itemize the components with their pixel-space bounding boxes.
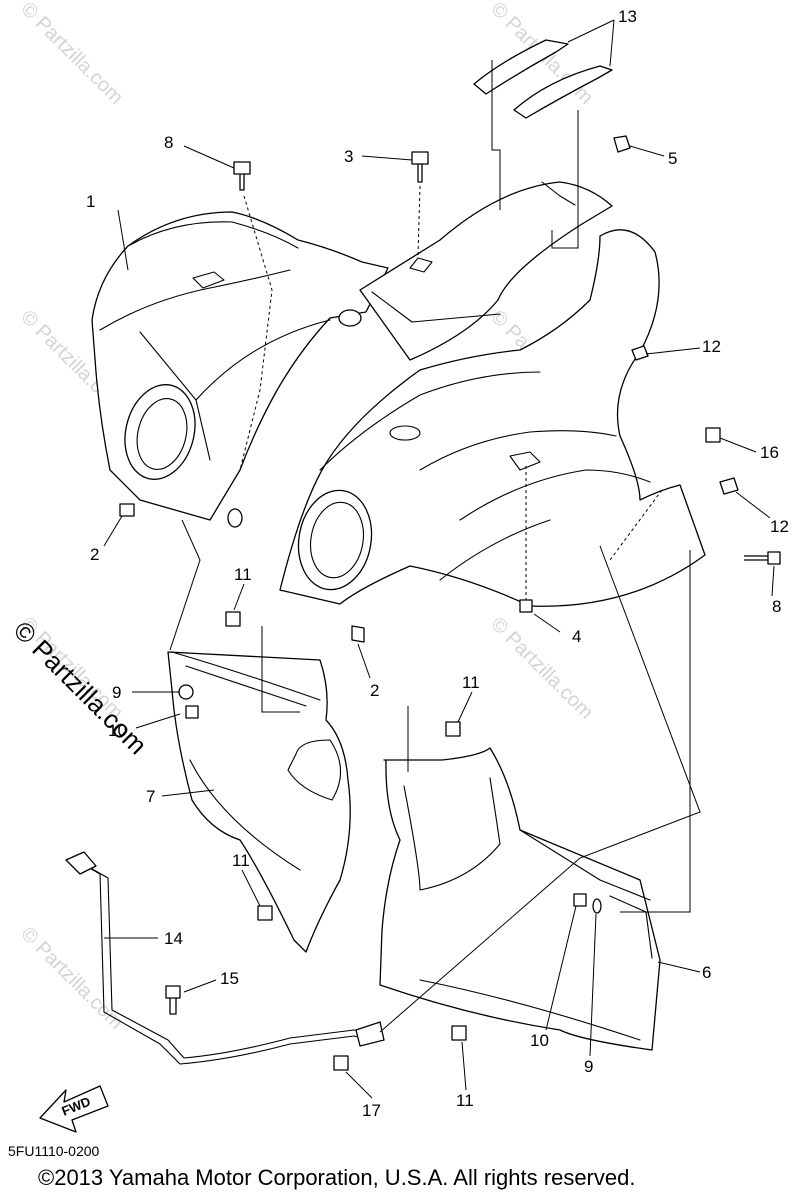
callout-label: 15 — [220, 969, 239, 988]
callout-label: 13 — [618, 7, 637, 26]
callout-label: 12 — [770, 517, 789, 536]
fasteners — [119, 135, 781, 1071]
callout-label: 11 — [456, 1091, 474, 1110]
stay-bracket — [65, 851, 385, 1065]
callout-label: 5 — [668, 149, 677, 168]
inner-panel-right — [379, 747, 661, 1051]
callout-label: 10 — [108, 721, 127, 740]
assembly-lines — [169, 60, 701, 1033]
front-fender-right — [279, 229, 706, 607]
callout-label: 12 — [702, 337, 721, 356]
callout-label: 9 — [112, 683, 121, 702]
callout-label: 11 — [462, 673, 480, 692]
watermark: © Partzilla.com — [16, 0, 127, 109]
callout-label: 2 — [90, 545, 99, 564]
callout-label: 6 — [702, 963, 711, 982]
watermark-dark: © Partzilla.com — [8, 615, 153, 760]
callout-label: 8 — [164, 133, 173, 152]
callout-label: 1 — [86, 192, 95, 211]
center-panel — [338, 181, 613, 361]
callout-label: 3 — [344, 147, 353, 166]
callout-label: 11 — [232, 851, 250, 870]
diagram-code: 5FU1110-0200 — [8, 1143, 100, 1159]
callout-leaders — [103, 19, 775, 1099]
copyright-notice: ©2013 Yamaha Motor Corporation, U.S.A. A… — [38, 1165, 636, 1190]
seal-strips — [473, 39, 613, 119]
callout-label: 9 — [584, 1057, 593, 1076]
callout-label: 14 — [164, 929, 183, 948]
front-fender-left — [91, 211, 389, 528]
callout-label: 17 — [362, 1101, 381, 1120]
callout-label: 8 — [772, 597, 781, 616]
callout-label: 4 — [572, 627, 581, 646]
fwd-arrow: FWD — [39, 1085, 109, 1133]
callout-label: 11 — [234, 565, 252, 584]
callout-label: 7 — [146, 787, 155, 806]
callout-labels: 1 2 2 3 4 5 6 7 8 8 9 9 10 10 11 11 11 1… — [86, 7, 789, 1120]
inner-panel-left — [167, 651, 351, 953]
callout-label: 2 — [370, 681, 379, 700]
callout-label: 16 — [760, 443, 779, 462]
callout-label: 10 — [530, 1031, 549, 1050]
